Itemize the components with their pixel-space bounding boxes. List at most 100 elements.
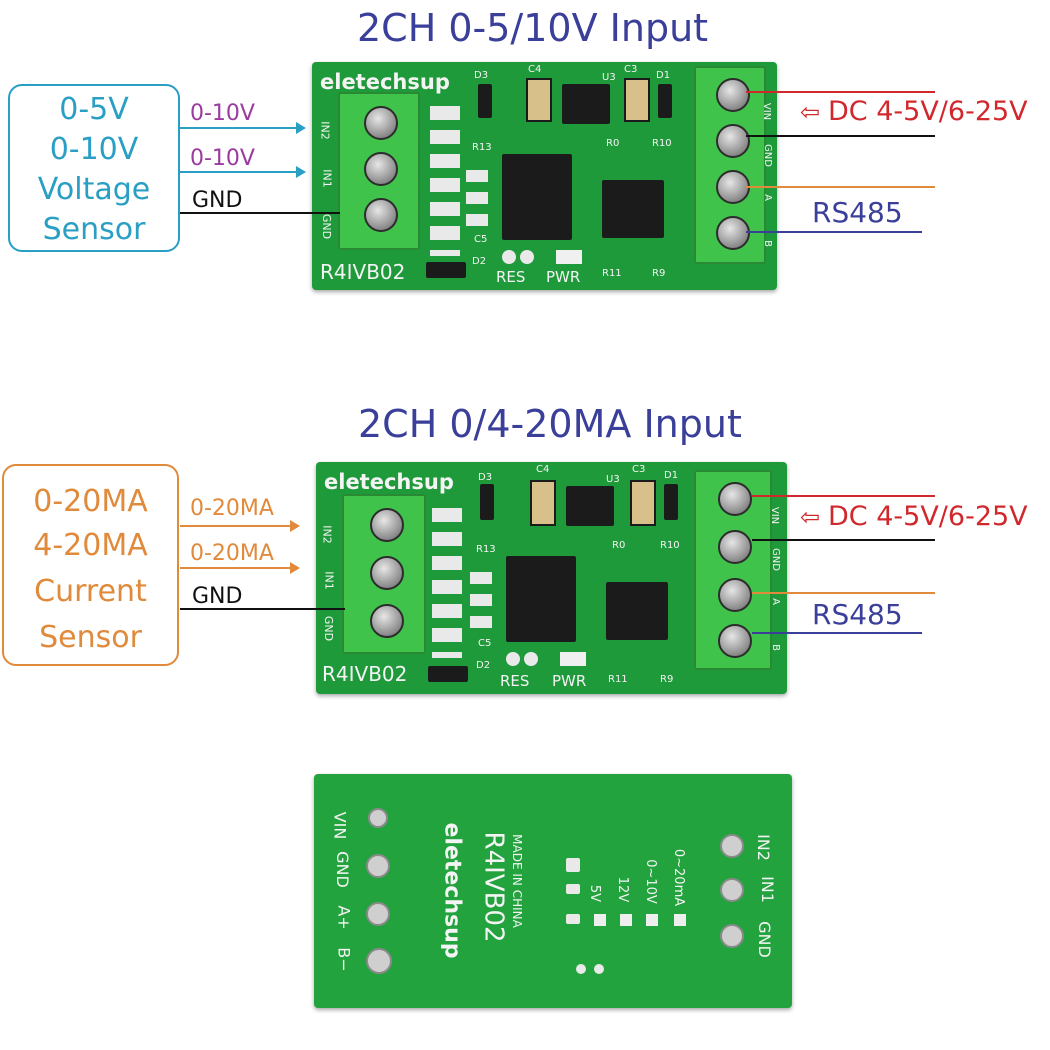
power-label: DC 4-5V/6-25V: [828, 96, 1028, 127]
back-pin-in2: IN2: [753, 834, 773, 861]
back-pin-vin: VIN: [330, 811, 350, 840]
rs485-label: RS485: [812, 196, 903, 229]
jumper-010v-label: 0~10V: [642, 859, 658, 904]
ref-c4: C4: [536, 464, 550, 475]
diode-d3: [480, 484, 494, 520]
screw-gnd-r: [718, 530, 752, 564]
input-terminal-block: [342, 494, 426, 654]
back-brand: eletechsup: [439, 822, 465, 959]
res-pad-2: [524, 652, 538, 666]
in1-label: 0-10V: [190, 146, 255, 171]
jumper-5v-pad: [594, 914, 606, 926]
voltage-sensor-box: 0-5V 0-10V Voltage Sensor: [8, 84, 180, 252]
ref-r13: R13: [472, 142, 492, 153]
via-vin: [368, 808, 388, 828]
jumper-020ma-label: 0~20mA: [671, 848, 687, 907]
ref-c3: C3: [632, 464, 646, 475]
board-model: R4IVB02: [322, 662, 408, 686]
ref-d2: D2: [472, 256, 487, 267]
gnd-label: GND: [192, 188, 243, 213]
sensor-line-3: Voltage: [37, 172, 151, 207]
via-in1: [720, 878, 744, 902]
ref-d2: D2: [476, 660, 491, 671]
ref-r10: R10: [652, 138, 672, 149]
top-title: 2CH 0-5/10V Input: [357, 6, 709, 50]
diode-d1: [658, 84, 672, 118]
regulator-u3: [562, 84, 610, 124]
ref-r9: R9: [660, 674, 674, 685]
jumper-010v-pad: [646, 914, 658, 926]
ref-c5: C5: [474, 234, 488, 245]
board-brand: eletechsup: [320, 70, 450, 94]
ref-d3: D3: [474, 70, 489, 81]
screw-in1: [364, 152, 398, 186]
ref-c3: C3: [624, 64, 638, 75]
diode-d3: [478, 84, 492, 118]
power-arrow-icon: ⇦: [800, 98, 821, 126]
screw-a: [716, 170, 750, 204]
screw-b: [718, 624, 752, 658]
res-pad-2: [520, 250, 534, 264]
ref-u3: U3: [606, 474, 620, 485]
screw-a: [718, 578, 752, 612]
in2-label: 0-10V: [190, 101, 255, 126]
power-rs485-terminal-block: [694, 470, 772, 670]
sensor-line-4: Sensor: [42, 212, 146, 247]
capacitor-c3: [624, 78, 650, 122]
in2-label: 0-20MA: [190, 496, 274, 521]
ref-r0: R0: [612, 540, 626, 551]
top-wiring: [180, 91, 935, 233]
board-model: R4IVB02: [320, 260, 406, 284]
back-pin-a: A+: [334, 905, 354, 930]
current-sensor-box: 0-20MA 4-20MA Current Sensor: [2, 464, 179, 666]
via-b: [366, 948, 392, 974]
ref-r11: R11: [602, 268, 622, 279]
diode-d2: [428, 666, 468, 682]
screw-vin: [718, 482, 752, 516]
via-gnd-r: [720, 924, 744, 948]
ref-r9: R9: [652, 268, 666, 279]
res-pad: [502, 250, 516, 264]
back-pin-gnd: GND: [332, 851, 352, 888]
screw-in2: [370, 508, 404, 542]
screw-b: [716, 216, 750, 250]
screw-gnd: [370, 604, 404, 638]
screw-gnd-r: [716, 124, 750, 158]
back-pin-gnd-r: GND: [754, 921, 774, 958]
jumper-12v-pad: [620, 914, 632, 926]
back-model: R4IVB02: [478, 831, 509, 943]
top-pcb-board: eletechsup R4IVB02 IN2 IN1 GND VIN GND A…: [312, 62, 777, 290]
rs485-chip: [606, 582, 668, 640]
sensor-line-1: 0-20MA: [33, 484, 148, 519]
ref-c4: C4: [528, 64, 542, 75]
adc-chip: [502, 154, 572, 240]
back-made-in: MADE IN CHINA: [509, 834, 524, 928]
rs485-chip: [602, 180, 664, 238]
ref-r13: R13: [476, 544, 496, 555]
sensor-line-4: Sensor: [39, 620, 142, 655]
back-pin-in1: IN1: [757, 876, 777, 903]
screw-gnd: [364, 198, 398, 232]
capacitor-c3: [630, 480, 656, 526]
middle-wiring: [180, 495, 935, 634]
ref-u3: U3: [602, 72, 616, 83]
capacitor-c4: [530, 480, 556, 526]
capacitor-c4: [526, 78, 552, 122]
back-pad: [566, 858, 580, 872]
resistor-column-2: [466, 160, 488, 230]
ref-r10: R10: [660, 540, 680, 551]
ref-d1: D1: [656, 70, 671, 81]
via-a: [366, 902, 390, 926]
jumper-020ma-pad: [674, 914, 686, 926]
diode-d2: [426, 262, 466, 278]
resistor-column: [432, 498, 462, 658]
label-pwr: PWR: [552, 672, 587, 690]
power-label: DC 4-5V/6-25V: [828, 501, 1028, 532]
power-arrow-icon: ⇦: [800, 503, 821, 531]
back-pin-b: B−: [334, 947, 354, 972]
in2-arrow: [290, 520, 300, 532]
sensor-line-1: 0-5V: [59, 92, 129, 127]
label-pwr: PWR: [546, 268, 581, 286]
back-pcb-board: VIN GND A+ B− eletechsup R4IVB02 MADE IN…: [314, 774, 792, 1008]
in2-arrow: [296, 122, 306, 134]
